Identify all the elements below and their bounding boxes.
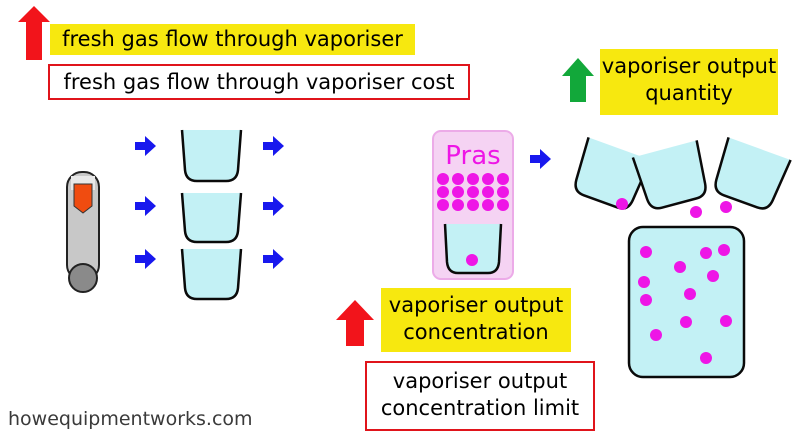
fgf-increase-label: fresh gas flow through vaporiser: [50, 24, 415, 55]
cup: [183, 130, 240, 180]
increase-arrow-red-top: [18, 6, 50, 60]
cup: [183, 193, 240, 241]
concentration-limit-line2: concentration limit: [380, 396, 580, 420]
vaporiser-name: Pras: [445, 141, 500, 171]
output-concentration-line2: concentration: [403, 320, 549, 344]
flow-arrows: [135, 136, 551, 269]
increase-arrow-green: [562, 58, 594, 102]
output-quantity-label: vaporiser output quantity: [600, 49, 778, 115]
flow-arrow: [263, 196, 284, 216]
fgf-cost-label: fresh gas flow through vaporiser cost: [48, 64, 470, 100]
flow-arrow: [263, 136, 284, 156]
flow-arrow: [263, 249, 284, 269]
vapour-dots: [437, 173, 509, 211]
increase-arrow-red-bottom: [336, 300, 374, 346]
cup: [183, 249, 240, 298]
flow-arrow: [135, 249, 156, 269]
flow-arrow: [135, 196, 156, 216]
gas-cylinder: [66, 171, 100, 293]
output-quantity-line2: quantity: [645, 81, 733, 105]
cups-column: [180, 129, 243, 301]
flow-arrow: [530, 149, 551, 169]
output-container: [627, 225, 746, 379]
output-concentration-line1: vaporiser output: [388, 293, 564, 317]
tilted-cups: [574, 137, 792, 218]
concentration-limit-label: vaporiser output concentration limit: [365, 361, 595, 431]
site-watermark: howequipmentworks.com: [8, 408, 253, 430]
flow-arrow: [135, 136, 156, 156]
output-concentration-label: vaporiser output concentration: [381, 288, 571, 352]
concentration-limit-line1: vaporiser output: [392, 369, 568, 393]
output-quantity-line1: vaporiser output: [601, 54, 777, 78]
vaporiser: [432, 130, 514, 280]
